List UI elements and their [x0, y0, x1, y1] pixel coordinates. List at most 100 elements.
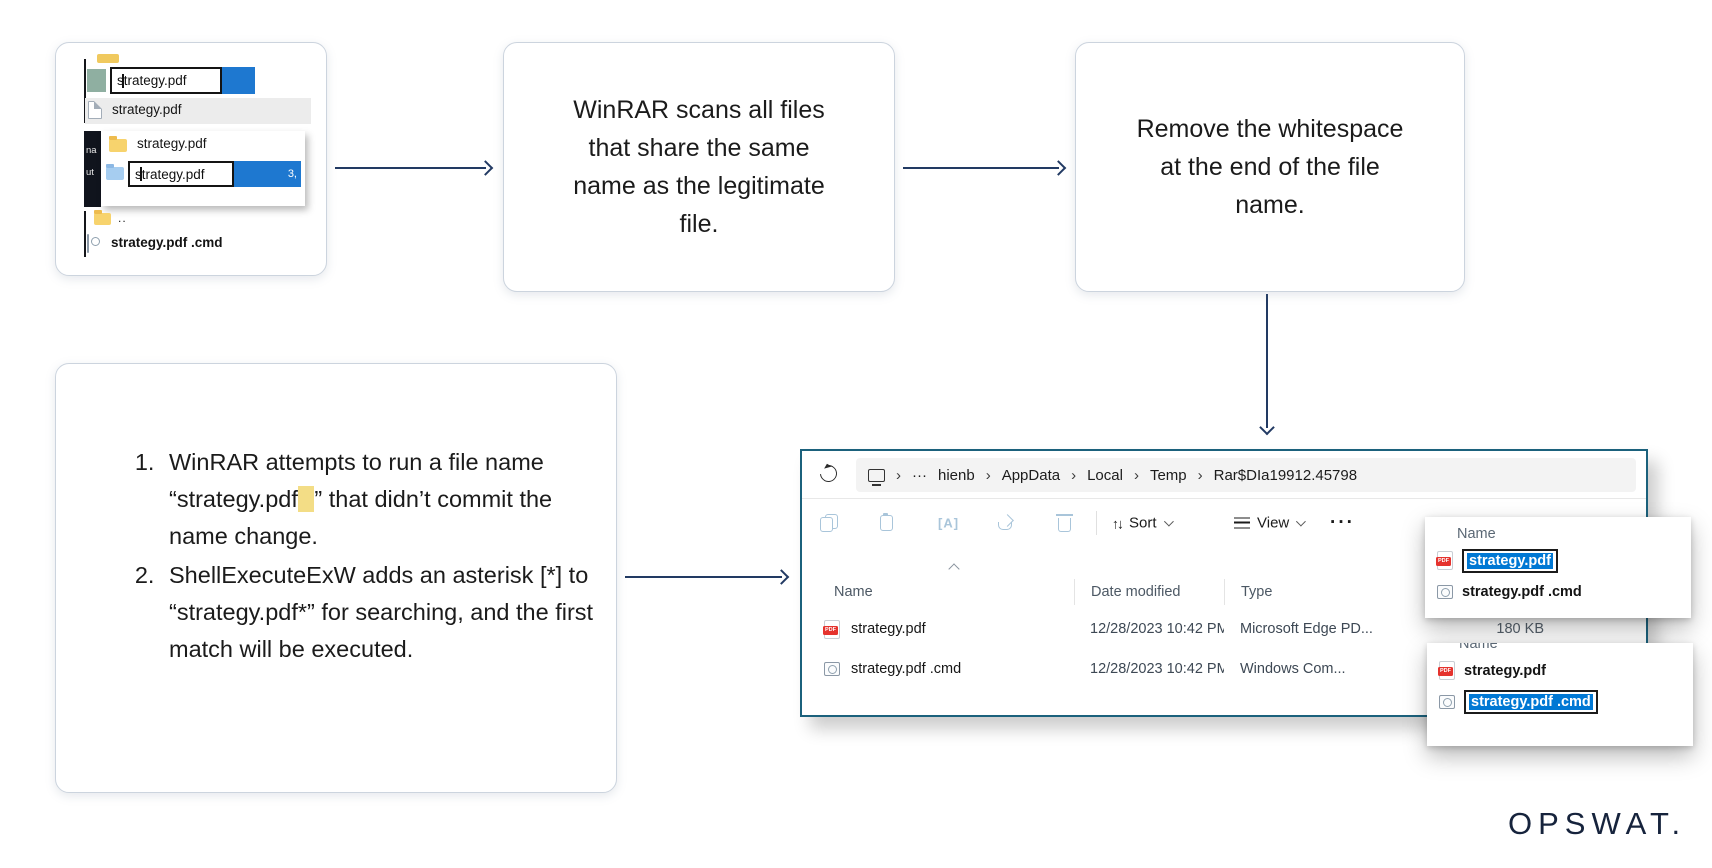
table-row[interactable]: strategy.pdf .cmd 12/28/2023 10:42 PM Wi…: [818, 649, 1642, 689]
folder-tab-fragment: [97, 54, 119, 63]
document-icon: [88, 101, 102, 119]
pdf-icon: [1438, 661, 1455, 680]
arrow-head: [1050, 160, 1067, 176]
winrar-screenshot-card: strategy.pdf strategy.pdf na ut strategy…: [55, 42, 327, 276]
rename-input[interactable]: strategy.pdf .cmd: [1464, 689, 1598, 714]
breadcrumb-item[interactable]: Local: [1087, 466, 1123, 484]
sort-ascending-icon: [948, 563, 960, 575]
parent-folder-icon: [94, 210, 111, 225]
opswat-logo: OPSWAT.: [1508, 806, 1687, 841]
share-icon[interactable]: [998, 516, 1014, 530]
numbered-list: WinRAR attempts to run a file name “stra…: [161, 444, 606, 668]
size-cell: 180 KB: [1496, 621, 1544, 637]
file-row[interactable]: strategy.pdf: [1427, 655, 1693, 686]
breadcrumb-item[interactable]: Temp: [1149, 466, 1187, 484]
flow-arrow-right: [625, 566, 790, 588]
chevron-right-icon: ›: [1197, 466, 1203, 484]
cmd-icon: [1439, 694, 1455, 709]
file-name: strategy.pdf: [1464, 662, 1546, 679]
chevron-right-icon: ›: [985, 466, 991, 484]
screenshot-crop-line: [84, 211, 86, 257]
flow-arrow-right: [335, 157, 494, 179]
highlighted-space: [297, 486, 315, 512]
view-label: View: [1257, 514, 1290, 532]
rename-input[interactable]: strategy.pdf: [1462, 548, 1558, 573]
rename-popup-mini: strategy.pdf strategy.pdf 3,: [101, 131, 305, 206]
cmd-file-icon: [87, 234, 89, 253]
arrow-shaft: [903, 166, 1059, 170]
column-header-name: Name: [1459, 643, 1498, 652]
selection-block: [222, 67, 255, 94]
file-name: strategy.pdf: [112, 102, 182, 117]
flow-arrow-right: [903, 157, 1067, 179]
arrow-shaft: [1265, 294, 1269, 428]
rename-input-text: strategy.pdf: [117, 73, 187, 88]
parent-dir-label: ..: [118, 211, 127, 225]
folder-name: strategy.pdf: [137, 136, 207, 151]
type-cell: Microsoft Edge PD...: [1240, 621, 1373, 637]
sort-dropdown[interactable]: ↑↓ Sort: [1112, 515, 1174, 532]
archive-file-icon: [87, 69, 106, 92]
list-item: ShellExecuteExW adds an asterisk [*] to …: [161, 557, 606, 668]
step-text: WinRAR scans all files that share the sa…: [573, 96, 825, 238]
breadcrumb-ellipsis[interactable]: ···: [912, 466, 927, 484]
paste-icon[interactable]: [880, 513, 893, 531]
screenshot-crop-line: [84, 59, 86, 123]
file-name: strategy.pdf: [851, 621, 926, 637]
delete-icon[interactable]: [1056, 514, 1073, 532]
column-header-type[interactable]: Type: [1224, 579, 1424, 605]
chevron-down-icon: [1163, 516, 1174, 527]
copy-icon[interactable]: [820, 514, 838, 532]
cmd-icon: [1437, 584, 1453, 599]
column-header-name[interactable]: Name: [834, 584, 873, 600]
file-name: strategy.pdf .cmd: [1462, 583, 1582, 600]
rename-icon[interactable]: [938, 516, 959, 531]
arrow-head: [1259, 419, 1275, 436]
pdf-icon: [823, 619, 840, 639]
navigation-bar: › ··· hienb › AppData › Local › Temp › R…: [802, 451, 1646, 499]
more-options-button[interactable]: ···: [1330, 512, 1355, 533]
step-box-execution: WinRAR attempts to run a file name “stra…: [55, 363, 617, 793]
step-box-scan: WinRAR scans all files that share the sa…: [503, 42, 895, 292]
file-row[interactable]: strategy.pdf .cmd: [1427, 686, 1693, 717]
view-list-icon: [1234, 517, 1250, 529]
cmd-file-name: strategy.pdf .cmd: [111, 235, 223, 250]
arrow-head: [477, 160, 494, 176]
address-bar[interactable]: › ··· hienb › AppData › Local › Temp › R…: [856, 458, 1636, 492]
explorer-toolbar: ↑↓ Sort View ···: [802, 499, 1646, 547]
text-caret: [122, 73, 124, 88]
step-text: Remove the whitespace at the end of the …: [1136, 115, 1404, 219]
arrow-head: [773, 569, 790, 585]
selected-text: strategy.pdf .cmd: [1469, 693, 1593, 710]
file-row: strategy.pdf: [85, 98, 311, 124]
file-row[interactable]: strategy.pdf .cmd: [1425, 576, 1691, 607]
table-header-row: Name Date modified Type: [818, 579, 1642, 605]
text-caret: [140, 167, 142, 181]
chevron-right-icon: ›: [1133, 466, 1139, 484]
file-name-cell: strategy.pdf: [818, 619, 1074, 639]
rename-popup-bottom: Name strategy.pdf strategy.pdf .cmd: [1427, 643, 1693, 746]
text-fragment: ut: [86, 167, 94, 178]
list-text: ” that didn’t commit the name change.: [169, 486, 553, 549]
column-header-date[interactable]: Date modified: [1074, 579, 1224, 605]
chevron-down-icon: [1296, 516, 1307, 527]
folder-icon-selected: [106, 164, 124, 180]
chevron-right-icon: ›: [896, 466, 901, 484]
file-row[interactable]: strategy.pdf: [1425, 545, 1691, 576]
chevron-right-icon: ›: [1071, 466, 1077, 484]
type-cell: Windows Com...: [1240, 661, 1346, 677]
arrow-shaft: [335, 166, 486, 170]
arrow-shaft: [625, 575, 782, 579]
breadcrumb-item[interactable]: hienb: [938, 466, 975, 484]
breadcrumb-item[interactable]: Rar$DIa19912.45798: [1213, 466, 1358, 484]
view-dropdown[interactable]: View: [1234, 514, 1307, 532]
list-item: WinRAR attempts to run a file name “stra…: [161, 444, 606, 555]
table-row[interactable]: strategy.pdf 12/28/2023 10:42 PM Microso…: [818, 609, 1642, 649]
refresh-icon[interactable]: [816, 461, 841, 486]
selection-block: 3,: [234, 161, 301, 187]
breadcrumb-item[interactable]: AppData: [1001, 466, 1061, 484]
this-pc-icon: [868, 468, 885, 486]
rename-input: strategy.pdf: [110, 67, 222, 94]
text-fragment: na: [86, 145, 97, 156]
